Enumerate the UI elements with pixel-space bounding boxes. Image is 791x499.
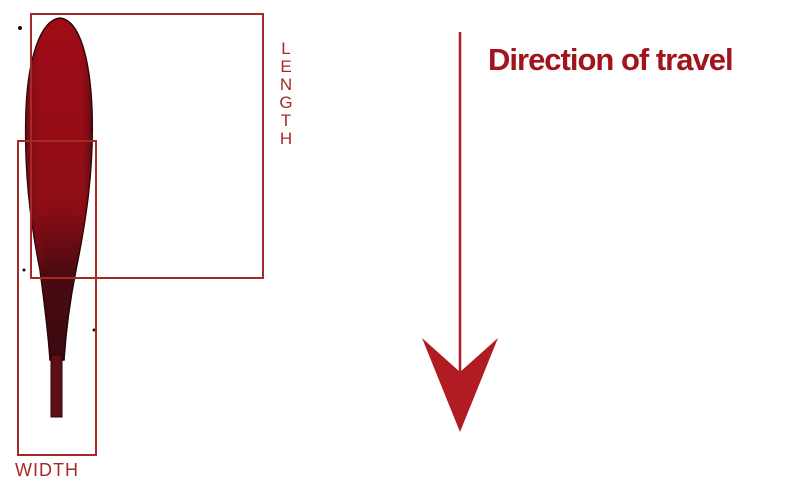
width-box <box>17 140 97 456</box>
width-label: WIDTH <box>15 460 79 480</box>
length-label: LENGTH <box>276 40 296 148</box>
direction-label: Direction of travel <box>488 42 733 78</box>
speckle <box>18 26 22 30</box>
